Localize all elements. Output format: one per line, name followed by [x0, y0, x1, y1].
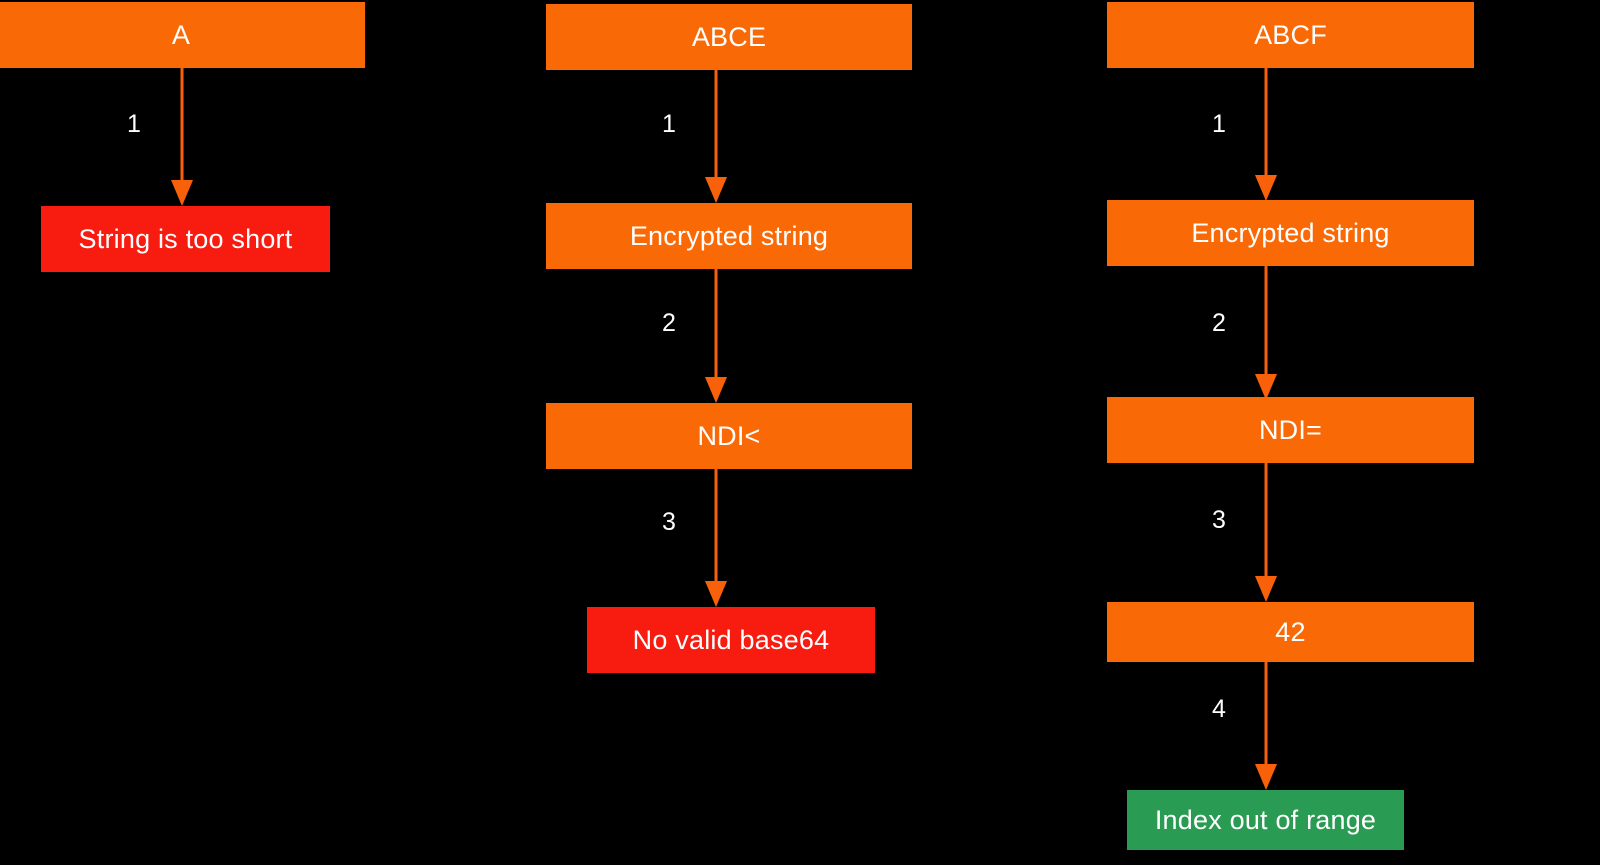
edge-label-abcf-4: 4: [1212, 695, 1226, 723]
node-label: String is too short: [78, 223, 293, 254]
node-abcf-ndi[interactable]: NDI=: [1107, 397, 1474, 463]
edge-label-a-1: 1: [127, 110, 141, 138]
node-abcf-encrypted-string[interactable]: Encrypted string: [1107, 200, 1474, 266]
node-abcf-index-out-of-range[interactable]: Index out of range: [1127, 790, 1404, 850]
edge-label-abce-3: 3: [662, 508, 676, 536]
edge-label-abce-1: 1: [662, 110, 676, 138]
edge-label-abcf-1: 1: [1212, 110, 1226, 138]
node-abce-root[interactable]: ABCE: [546, 4, 912, 70]
edge-abcf-ndi-to-42: [1255, 463, 1277, 602]
node-label: 42: [1275, 616, 1306, 647]
node-abce-encrypted-string[interactable]: Encrypted string: [546, 203, 912, 269]
edge-abce-enc-to-ndi: [705, 269, 727, 403]
node-a-string-too-short[interactable]: String is too short: [41, 206, 330, 272]
node-label: Encrypted string: [1191, 217, 1390, 248]
node-abcf-root[interactable]: ABCF: [1107, 2, 1474, 68]
node-label: No valid base64: [632, 624, 830, 655]
node-label: NDI<: [697, 420, 761, 451]
edge-label-abcf-3: 3: [1212, 506, 1226, 534]
edge-a-root-to-a-short: [171, 68, 193, 206]
node-label: ABCF: [1254, 19, 1327, 50]
node-label: Encrypted string: [629, 220, 829, 251]
node-label: ABCE: [691, 21, 767, 52]
node-label: Index out of range: [1154, 804, 1377, 835]
node-abcf-42[interactable]: 42: [1107, 602, 1474, 662]
edge-abcf-enc-to-ndi: [1255, 266, 1277, 400]
node-abce-no-valid-base64[interactable]: No valid base64: [587, 607, 875, 673]
node-abce-ndi[interactable]: NDI<: [546, 403, 912, 469]
edge-abce-ndi-to-b64: [705, 469, 727, 607]
edge-abce-root-to-enc: [705, 70, 727, 203]
node-label: NDI=: [1258, 414, 1323, 445]
node-label: A: [171, 19, 191, 50]
edge-abcf-root-to-enc: [1255, 68, 1277, 201]
edge-abcf-42-to-index: [1255, 662, 1277, 790]
edge-label-abcf-2: 2: [1212, 309, 1226, 337]
edge-label-abce-2: 2: [662, 309, 676, 337]
node-a-root[interactable]: A: [0, 2, 365, 68]
